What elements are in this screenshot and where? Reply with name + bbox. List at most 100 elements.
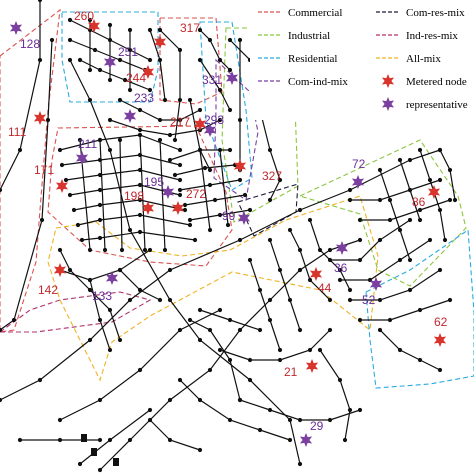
junction-13: [167, 297, 173, 303]
purple-star-icon: [381, 97, 395, 111]
junction-128: [187, 222, 193, 228]
zone-commercial-center: [47, 125, 233, 267]
metered-node-label-86: 86: [412, 195, 426, 209]
junction-65: [127, 27, 133, 33]
junction-116: [177, 177, 183, 183]
pipe-segment-3: [0, 149, 441, 401]
junction-257: [147, 417, 153, 423]
junction-193: [327, 257, 333, 263]
junction-248: [317, 347, 323, 353]
junction-132: [192, 237, 198, 243]
junction-127: [137, 212, 143, 218]
junction-102: [197, 57, 203, 63]
junction-185: [267, 237, 273, 243]
junction-36: [357, 237, 363, 243]
junction-15: [247, 377, 253, 383]
junction-224: [377, 197, 383, 203]
junction-109: [59, 162, 65, 168]
zone-industrial-east: [221, 27, 299, 223]
junction-23: [237, 237, 243, 243]
representative-node-label-36: 36: [334, 261, 348, 275]
pipe-segment-54: [360, 299, 451, 321]
metered-node-star-44: [309, 267, 323, 281]
pipe-segment-47: [289, 229, 331, 301]
junction-80: [137, 127, 143, 133]
legend-label-ind_res_mix: Ind-res-mix: [406, 30, 458, 42]
junction-14: [197, 337, 203, 343]
representative-node-star-29: [299, 433, 313, 447]
metered-node-label-260: 260: [74, 9, 94, 23]
junction-161: [225, 222, 231, 228]
junction-174: [117, 267, 123, 273]
junction-103: [217, 87, 223, 93]
junction-164: [87, 287, 93, 293]
junction-162: [57, 247, 63, 253]
junction-251: [342, 437, 348, 443]
junction-20: [87, 337, 93, 343]
junction-53: [67, 37, 73, 43]
junction-181: [307, 217, 313, 223]
junction-219: [442, 237, 448, 243]
junction-213: [397, 157, 403, 163]
junction-175: [137, 287, 143, 293]
junction-8: [0, 327, 3, 333]
junction-170: [147, 247, 153, 253]
junction-123: [137, 197, 143, 203]
junction-229: [417, 207, 423, 213]
metered-node-star-272: [171, 201, 185, 215]
junction-223: [347, 197, 353, 203]
junction-176: [157, 297, 163, 303]
junction-130: [97, 235, 103, 241]
junction-104: [227, 107, 233, 113]
representative-node-star-99: [237, 211, 251, 225]
metered-node-label-62: 62: [434, 315, 448, 329]
junction-68: [157, 57, 163, 63]
junction-21: [127, 297, 133, 303]
junction-51: [127, 47, 133, 53]
junction-180: [327, 297, 333, 303]
metered-node-label-198: 198: [124, 189, 144, 203]
junction-232: [207, 327, 213, 333]
junction-235: [197, 307, 203, 313]
zone-residential-top: [61, 11, 159, 103]
junction-255: [257, 427, 263, 433]
junction-243: [237, 397, 243, 403]
junction-2: [17, 147, 23, 153]
metered-node-label-111: 111: [8, 125, 27, 139]
pipe-segment-19: [199, 29, 231, 71]
junction-227: [357, 217, 363, 223]
zone-com-ind-mix: [213, 58, 259, 201]
junction-155: [187, 217, 193, 223]
metered-node-star-198: [141, 201, 155, 215]
junction-48: [67, 17, 73, 23]
junction-119: [137, 182, 143, 188]
legend-label-commercial: Commercial: [288, 7, 342, 19]
junction-221: [447, 167, 453, 173]
metered-node-label-317: 317: [180, 21, 200, 35]
legend-label-metered: Metered node: [406, 76, 467, 88]
junction-205: [357, 317, 363, 323]
junction-37: [57, 417, 63, 423]
junction-114: [97, 172, 103, 178]
junction-76: [157, 117, 163, 123]
legend-label-all_mix: All-mix: [406, 53, 441, 65]
junction-179: [307, 277, 313, 283]
junction-69: [162, 97, 168, 103]
legend-label-com_res_mix: Com-res-mix: [406, 7, 465, 19]
metered-node-star-327: [233, 159, 247, 173]
junction-115: [137, 167, 143, 173]
junction-121: [71, 207, 77, 213]
pipe-segment-6: [79, 409, 151, 465]
junction-183: [337, 267, 343, 273]
junction-99: [267, 147, 273, 153]
metered-node-star-260: [87, 19, 101, 33]
pipe-segment-61: [189, 319, 241, 401]
junction-47: [97, 437, 103, 443]
reservoir-1: [113, 458, 119, 466]
pipe-segment-22: [259, 109, 281, 201]
junction-147: [202, 165, 208, 171]
junction-154: [242, 192, 248, 198]
junction-145: [227, 147, 233, 153]
junction-231: [187, 317, 193, 323]
